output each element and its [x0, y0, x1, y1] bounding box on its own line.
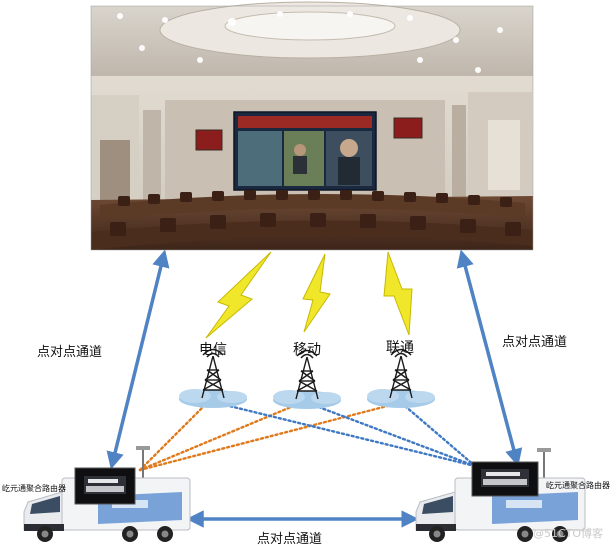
lightning-bolt-icon — [205, 251, 272, 339]
cloud-base — [367, 389, 435, 408]
broadcast-truck-left — [23, 446, 191, 542]
router-label-right: 屹元通聚合路由器 — [546, 481, 610, 490]
broadcast-truck-right — [415, 448, 586, 542]
tower-telecom — [179, 348, 247, 408]
conference-room-photo — [90, 1, 534, 251]
p2p-channel-right-label: 点对点通道 — [502, 335, 568, 350]
carrier-label-mobile: 移动 — [293, 342, 321, 358]
p2p-channel-bottom-label: 点对点通道 — [257, 532, 323, 547]
cell-tower-icon — [295, 349, 319, 400]
tower-mobile — [273, 349, 341, 409]
cloud-base — [179, 389, 247, 408]
dotted-link-right-mobile — [306, 401, 477, 468]
router-device-icon — [74, 467, 136, 505]
dotted-link-left-telecom — [138, 396, 214, 472]
router-device-icon — [471, 461, 539, 497]
lightning-bolt-icon — [302, 253, 331, 333]
dotted-link-left-unicom — [138, 402, 397, 472]
signal-bolts — [205, 251, 413, 339]
lightning-bolt-icon — [383, 251, 413, 336]
carrier-label-telecom: 电信 — [199, 342, 227, 358]
arrow-right-vertical — [456, 249, 523, 467]
arrow-left-vertical — [106, 249, 170, 470]
p2p-channel-left-label: 点对点通道 — [37, 345, 103, 360]
watermark-text: @51CTO博客 — [533, 527, 604, 540]
dotted-link-left-mobile — [138, 400, 305, 472]
carrier-label-unicom: 联通 — [386, 340, 414, 356]
p2p-arrows — [106, 249, 523, 528]
cloud-base — [273, 390, 341, 409]
tower-unicom — [367, 348, 435, 408]
cell-tower-icon — [201, 348, 225, 399]
dotted-link-right-telecom — [211, 400, 477, 468]
cell-tower-icon — [389, 348, 413, 399]
router-label-left: 屹元通聚合路由器 — [2, 484, 66, 493]
